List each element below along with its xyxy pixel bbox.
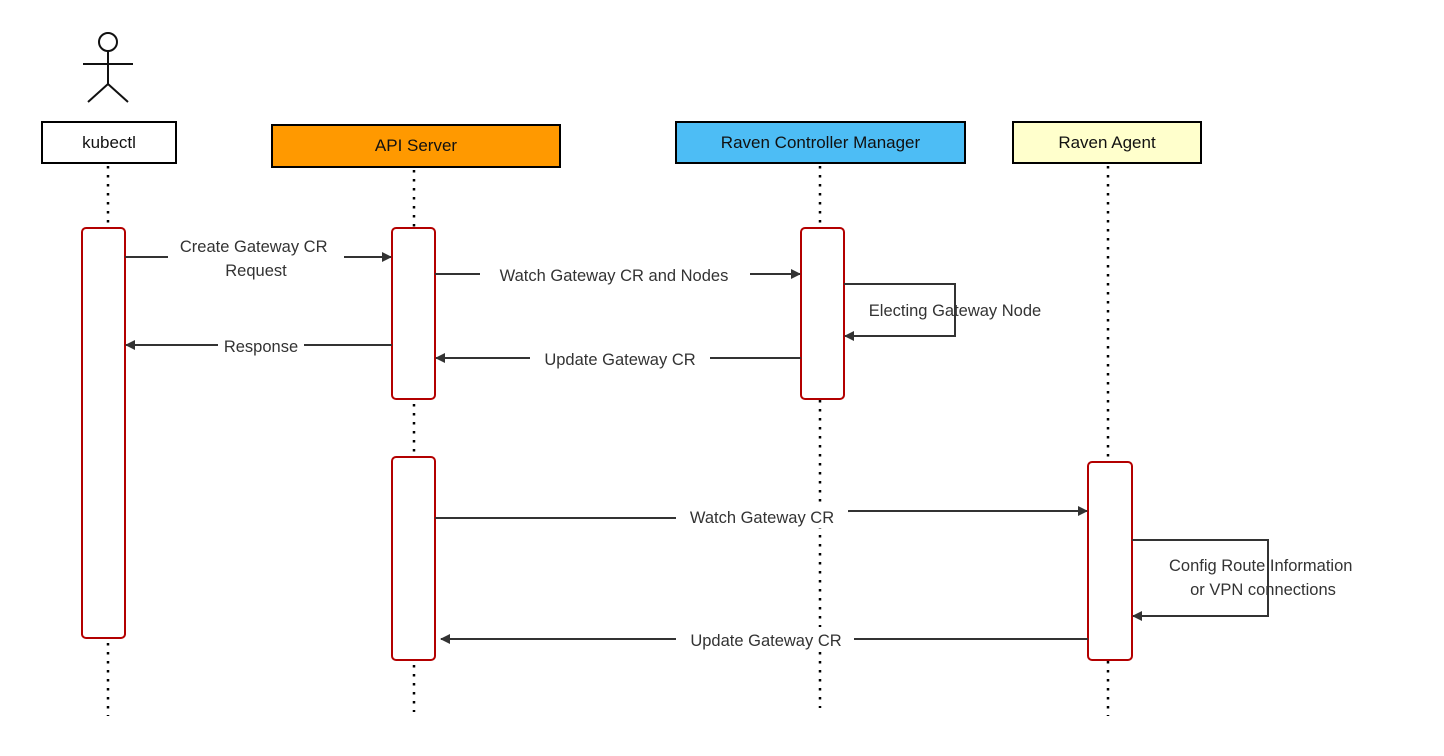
arrow-electing-self xyxy=(844,283,956,341)
label-create-request-line-2: Request xyxy=(225,262,287,280)
label-watch-cr-nodes: Watch Gateway CR and Nodes xyxy=(500,267,729,285)
activation-api-server-2 xyxy=(391,456,436,661)
stick-figure-icon xyxy=(83,32,133,103)
label-config-route-line-2: or VPN connections xyxy=(1190,581,1336,599)
activation-raven-agent xyxy=(1087,461,1133,661)
participant-kubectl-label: kubectl xyxy=(82,132,136,152)
label-electing: Electing Gateway Node xyxy=(869,302,1041,320)
arrow-config-route-self xyxy=(1132,539,1269,621)
activation-api-server-1 xyxy=(391,227,436,400)
label-config-route: Config Route Information or VPN connecti… xyxy=(1169,557,1357,599)
label-update-cr-2: Update Gateway CR xyxy=(690,632,841,650)
label-watch-cr: Watch Gateway CR xyxy=(690,509,834,527)
label-config-route-line-1: Config Route Information xyxy=(1169,557,1352,575)
label-update-cr-1: Update Gateway CR xyxy=(544,351,695,369)
participant-raven-controller-manager-label: Raven Controller Manager xyxy=(720,132,921,152)
participant-api-server-label: API Server xyxy=(374,136,458,155)
activation-raven-controller-manager xyxy=(800,227,845,400)
participant-api-server: API Server xyxy=(271,124,561,168)
participant-raven-agent: Raven Agent xyxy=(1012,121,1202,164)
participant-raven-agent-label: Raven Agent xyxy=(1058,132,1156,152)
participant-raven-controller-manager: Raven Controller Manager xyxy=(675,121,966,164)
participant-kubectl: kubectl xyxy=(41,121,177,164)
label-response: Response xyxy=(224,338,298,356)
label-create-request: Create Gateway CR Request xyxy=(180,238,332,280)
label-create-request-line-1: Create Gateway CR xyxy=(180,238,328,256)
activation-kubectl xyxy=(81,227,126,639)
